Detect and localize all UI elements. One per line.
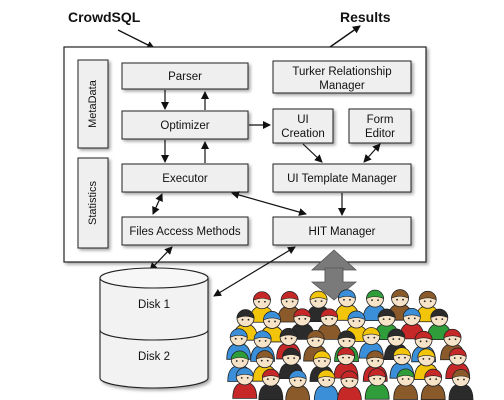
statistics-label: Statistics xyxy=(87,180,99,225)
disk1-label: Disk 1 xyxy=(138,299,170,311)
ui-creation-to-template-arrow xyxy=(302,143,323,163)
hit-manager-box xyxy=(272,216,412,246)
disk2-label: Disk 2 xyxy=(138,351,170,363)
form-editor-box xyxy=(348,108,412,144)
form-editor-template-arrow xyxy=(363,143,381,163)
executor-box xyxy=(121,163,249,193)
crowd-person-icon xyxy=(333,347,359,379)
executor-hit-arrow xyxy=(231,191,307,216)
metadata-box xyxy=(77,59,109,149)
hit-manager-label: HIT Manager xyxy=(309,226,376,238)
results-title: Results xyxy=(340,9,391,25)
optimizer-box xyxy=(121,110,249,140)
crowdsql-input-arrow xyxy=(117,29,155,49)
ui-template-manager-label: UI Template Manager xyxy=(287,173,397,185)
statistics-box xyxy=(77,157,109,249)
crowd-person-icon xyxy=(259,311,285,343)
crowdsql-title: CrowdSQL xyxy=(68,9,141,25)
executor-files-access-arrow xyxy=(152,193,163,215)
optimizer-label: Optimizer xyxy=(160,120,209,132)
ui-template-manager-box xyxy=(272,163,412,193)
disk-cylinder xyxy=(99,267,209,389)
turker-relationship-manager-box xyxy=(272,60,412,94)
ui-creation-box xyxy=(272,108,334,144)
ui-creation-label-line2: Creation xyxy=(281,128,324,140)
crowd-person-icon xyxy=(362,289,388,322)
hit-manager-disk-arrow xyxy=(213,246,296,297)
crowd-person-icon xyxy=(258,368,284,400)
crowd-person-icon xyxy=(420,368,446,400)
ui-creation-label-line1: UI xyxy=(297,114,309,126)
parser-box xyxy=(121,62,249,90)
turker-relationship-label-line2: Manager xyxy=(319,80,365,92)
crowd-person-icon xyxy=(448,369,474,400)
turker-relationship-label-line1: Turker Relationship xyxy=(292,66,391,78)
files-access-methods-label: Files Access Methods xyxy=(129,226,240,238)
crowd-person-icon xyxy=(364,368,390,400)
parser-label: Parser xyxy=(168,71,202,83)
form-editor-label-line2: Editor xyxy=(365,128,395,140)
files-access-disk-arrow xyxy=(149,246,173,271)
results-output-arrow xyxy=(329,25,361,48)
crowd-person-icon xyxy=(232,367,258,399)
form-editor-label-line1: Form xyxy=(367,114,394,126)
files-access-methods-box xyxy=(121,216,249,246)
crowd-person-icon xyxy=(285,370,311,400)
crowd-person-icon xyxy=(313,369,339,400)
crowd-of-people-icon xyxy=(226,289,474,400)
metadata-label: MetaData xyxy=(87,79,99,128)
crowd-person-icon xyxy=(393,368,419,400)
crowd-person-icon xyxy=(337,370,362,400)
crowd-person-icon xyxy=(303,330,329,362)
executor-label: Executor xyxy=(162,173,208,185)
